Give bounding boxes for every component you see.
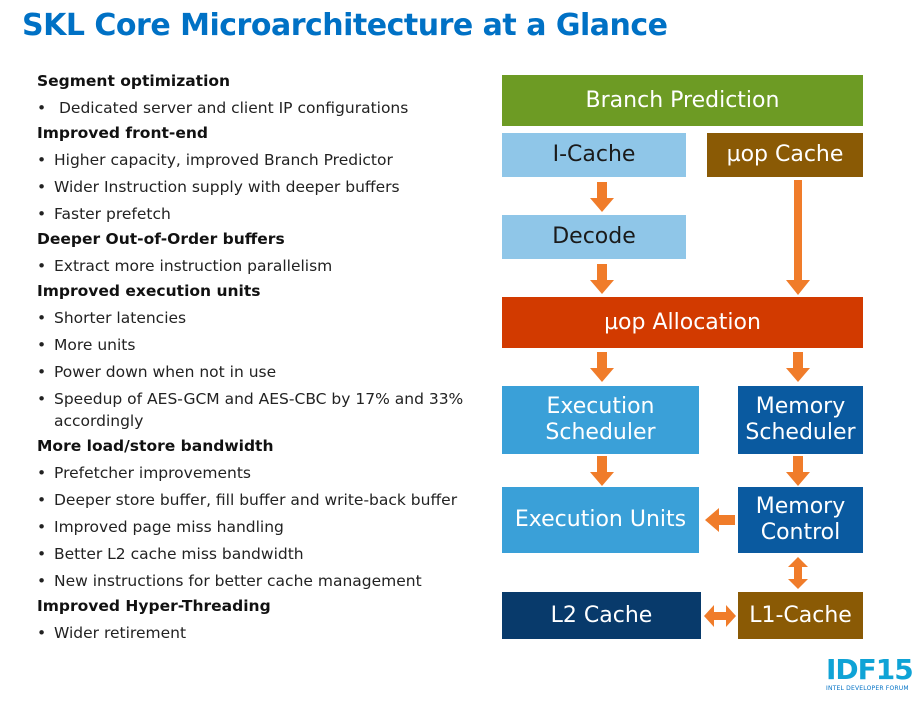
uop-cache-box: µop Cache	[707, 133, 863, 177]
section-heading: Improved Hyper-Threading	[37, 597, 271, 615]
arrow-down-icon	[590, 264, 614, 294]
bullet-item: New instructions for better cache manage…	[37, 570, 497, 592]
arrow-vertical-double-icon	[788, 557, 808, 589]
i-cache-box: I-Cache	[502, 133, 686, 177]
bullet-item: Dedicated server and client IP configura…	[37, 97, 497, 119]
logo-text: IDF15	[826, 653, 913, 686]
section-load-store: More load/store bandwidth Prefetcher imp…	[37, 435, 497, 592]
bullet-item: Shorter latencies	[37, 307, 497, 329]
execution-units-box: Execution Units	[502, 487, 699, 553]
bullet-item: Deeper store buffer, fill buffer and wri…	[37, 489, 497, 511]
bullet-item: More units	[37, 334, 497, 356]
bullet-item: Higher capacity, improved Branch Predict…	[37, 149, 497, 171]
arrow-down-icon	[786, 180, 810, 295]
execution-scheduler-box: Execution Scheduler	[502, 386, 699, 454]
feature-list: Segment optimization Dedicated server an…	[37, 70, 497, 647]
idf15-logo: IDF15 INTEL DEVELOPER FORUM	[826, 653, 913, 701]
bullet-item: Prefetcher improvements	[37, 462, 497, 484]
section-segment-optimization: Segment optimization Dedicated server an…	[37, 70, 497, 119]
arrow-down-icon	[590, 182, 614, 212]
bullet-item: Wider retirement	[37, 622, 497, 644]
decode-box: Decode	[502, 215, 686, 259]
arrow-down-icon	[786, 352, 810, 382]
arrow-down-icon	[786, 456, 810, 486]
bullet-item: Speedup of AES-GCM and AES-CBC by 17% an…	[37, 388, 497, 432]
section-hyper-threading: Improved Hyper-Threading Wider retiremen…	[37, 595, 497, 644]
bullet-item: Improved page miss handling	[37, 516, 497, 538]
uop-allocation-box: µop Allocation	[502, 297, 863, 348]
bullet-item: Extract more instruction parallelism	[37, 255, 497, 277]
arrow-down-icon	[590, 352, 614, 382]
arrow-left-icon	[705, 508, 735, 532]
section-ooo-buffers: Deeper Out-of-Order buffers Extract more…	[37, 228, 497, 277]
branch-prediction-box: Branch Prediction	[502, 75, 863, 126]
section-front-end: Improved front-end Higher capacity, impr…	[37, 122, 497, 225]
bullet-item: Wider Instruction supply with deeper buf…	[37, 176, 497, 198]
bullet-item: Better L2 cache miss bandwidth	[37, 543, 497, 565]
arrow-horizontal-double-icon	[704, 605, 736, 627]
section-heading: Deeper Out-of-Order buffers	[37, 230, 285, 248]
section-heading: Improved front-end	[37, 124, 208, 142]
logo-subtitle: INTEL DEVELOPER FORUM	[826, 685, 909, 692]
section-execution-units: Improved execution units Shorter latenci…	[37, 280, 497, 432]
bullet-item: Power down when not in use	[37, 361, 497, 383]
section-heading: Improved execution units	[37, 282, 261, 300]
bullet-item: Faster prefetch	[37, 203, 497, 225]
arrow-down-icon	[590, 456, 614, 486]
page-title: SKL Core Microarchitecture at a Glance	[22, 8, 668, 43]
l2-cache-box: L2 Cache	[502, 592, 701, 639]
section-heading: Segment optimization	[37, 72, 231, 90]
section-heading: More load/store bandwidth	[37, 437, 274, 455]
l1-cache-box: L1-Cache	[738, 592, 863, 639]
memory-scheduler-box: Memory Scheduler	[738, 386, 863, 454]
memory-control-box: Memory Control	[738, 487, 863, 553]
